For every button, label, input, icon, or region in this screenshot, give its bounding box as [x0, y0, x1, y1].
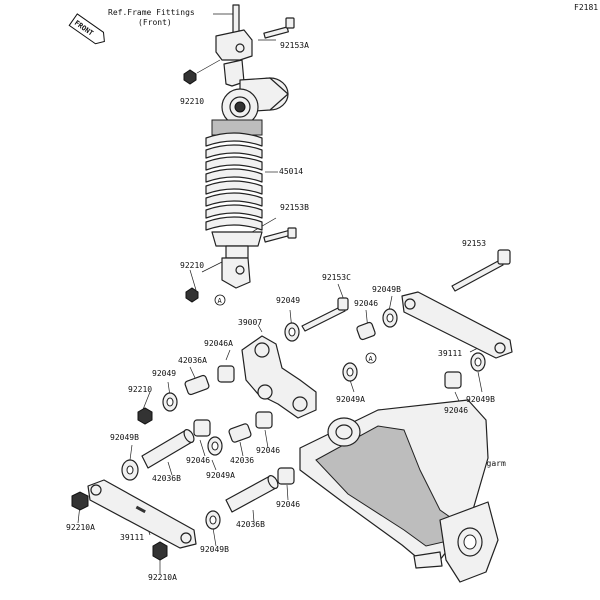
svg-text:A: A: [369, 355, 374, 363]
marker-a-shock: A: [214, 294, 226, 306]
rocker-arm-39007[interactable]: [241, 335, 317, 419]
nut-92210-left[interactable]: [137, 407, 153, 425]
nut-92210-top[interactable]: [183, 69, 197, 85]
label-39111-right: 39111: [438, 349, 462, 358]
washer-92049A-mid[interactable]: [342, 362, 358, 382]
label-92153B: 92153B: [280, 203, 309, 212]
label-42036B-bottom: 42036B: [236, 520, 265, 529]
bushing-92046-center[interactable]: [193, 419, 211, 437]
label-92046-top: 92046: [354, 299, 378, 308]
bushing-92046-lower[interactable]: [255, 411, 273, 429]
label-92049B-left: 92049B: [110, 433, 139, 442]
washer-92049B-bottom[interactable]: [205, 510, 221, 530]
tie-rod-39111-left[interactable]: [87, 479, 197, 549]
label-92153A: 92153A: [280, 41, 309, 50]
washer-92049B-right[interactable]: [470, 352, 486, 372]
label-92049A-mid: 92049A: [336, 395, 365, 404]
label-92210-left: 92210: [128, 385, 152, 394]
washer-92049-top[interactable]: [284, 322, 300, 342]
label-39007: 39007: [238, 318, 262, 327]
sleeve-42036B-bottom[interactable]: [225, 474, 280, 513]
label-92210-mid: 92210: [180, 261, 204, 270]
tie-rod-39111-right[interactable]: [401, 291, 513, 359]
nut-92210A-bottom[interactable]: [152, 541, 168, 561]
label-92153: 92153: [462, 239, 486, 248]
label-92210A-bottom: 92210A: [148, 573, 177, 582]
ref-frame-sub-label: (Front): [138, 18, 172, 27]
label-92046A: 92046A: [204, 339, 233, 348]
label-92049B-bottom: 92049B: [200, 545, 229, 554]
shock-absorber-45014[interactable]: [205, 4, 289, 289]
marker-a-rocker: A: [365, 352, 377, 364]
washer-92049B-left[interactable]: [121, 459, 139, 481]
label-42036A: 42036A: [178, 356, 207, 365]
label-92049B-right: 92049B: [466, 395, 495, 404]
swingarm[interactable]: [299, 399, 499, 583]
label-92153C: 92153C: [322, 273, 351, 282]
bushing-92046-bottom[interactable]: [277, 467, 295, 485]
front-direction-badge: FRONT: [68, 13, 105, 45]
ref-frame-label: Ref.Frame Fittings: [108, 8, 195, 17]
label-45014: 45014: [279, 167, 303, 176]
washer-92049B-top[interactable]: [382, 308, 398, 328]
svg-text:A: A: [218, 297, 223, 305]
figure-id: F2181: [574, 3, 598, 12]
sleeve-42036B-left[interactable]: [141, 428, 196, 469]
label-92210-top: 92210: [180, 97, 204, 106]
bushing-92046-right[interactable]: [444, 371, 462, 389]
label-92049B-top: 92049B: [372, 285, 401, 294]
bolt-92153C[interactable]: [301, 297, 349, 332]
label-92046-right: 92046: [444, 406, 468, 415]
label-39111-left: 39111: [120, 533, 144, 542]
bolt-92153B[interactable]: [263, 227, 297, 243]
bolt-92153A[interactable]: [263, 17, 295, 39]
bushing-92046A[interactable]: [217, 365, 235, 383]
spring-coils: [205, 132, 263, 231]
washer-92049A-low[interactable]: [207, 436, 223, 456]
label-92049A-low: 92049A: [206, 471, 235, 480]
washer-92049-left[interactable]: [162, 392, 178, 412]
bushing-92046-top[interactable]: [356, 321, 376, 341]
label-92049-left: 92049: [152, 369, 176, 378]
label-92046-bottom: 92046: [276, 500, 300, 509]
label-42036: 42036: [230, 456, 254, 465]
label-42036B-left: 42036B: [152, 474, 181, 483]
bolt-92153[interactable]: [451, 249, 511, 292]
nut-92210-mid[interactable]: [185, 287, 199, 303]
label-92046-center: 92046: [186, 456, 210, 465]
label-92049-top: 92049: [276, 296, 300, 305]
part-labels: 92153A 92210 45014 92153B 92210 92153 92…: [66, 41, 495, 582]
collar-42036A[interactable]: [184, 374, 210, 396]
label-92210A-left: 92210A: [66, 523, 95, 532]
label-92046-low: 92046: [256, 446, 280, 455]
nut-92210A-left[interactable]: [71, 491, 89, 511]
collar-42036[interactable]: [228, 423, 252, 443]
